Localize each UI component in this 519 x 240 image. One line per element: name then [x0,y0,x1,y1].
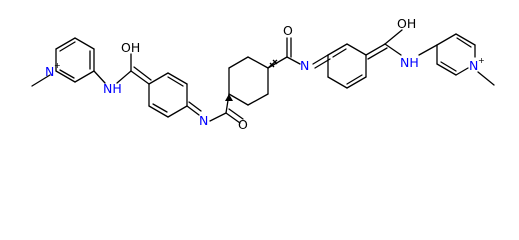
left-imine-double-bond [186,105,200,116]
right-carbonyl-o-label: O [283,23,293,38]
right-imine-n-label: N [300,58,309,73]
right-nh-ring-bond [418,44,438,56]
stereo-wedge-left [225,94,233,101]
left-imine-n-label: N [199,113,208,128]
left-hydroxyl-label: OH [121,40,140,55]
right-pyridinium-n-label: N [469,58,478,73]
left-nh-ring-bond [93,70,106,84]
left-quinoid-ring [148,72,188,118]
right-exocyclic-double-bond [365,43,386,56]
right-carbonyl-ring-bond [267,56,288,69]
left-pyridinium-n-label: N [45,64,54,79]
right-hydroxyl-label: OH [397,16,416,31]
right-c-nh-bond [384,43,402,56]
right-pyridinium-ring [436,33,476,76]
right-pyridinium-charge-label: + [478,56,485,65]
left-exocyclic-double-bond [130,70,150,85]
left-nh-carbon-bond [116,70,132,84]
left-imine-carbonyl-bond [209,112,227,122]
left-amide-nh-label: NH [103,81,122,96]
molecule-structure: N + NH OH N O O N OH NH N + [31,16,495,132]
left-carbonyl-o-label: O [238,117,248,132]
right-imine-double-bond [312,54,329,65]
right-carbonyl-imine-bond [286,56,301,65]
right-c-oh-bond [384,29,403,45]
left-n-methyl-bond [31,74,51,87]
right-quinoid-ring [327,43,367,89]
left-pyridinium-charge-label: + [54,61,61,70]
right-n-methyl-bond [477,71,495,86]
right-amide-nh-label: NH [400,55,419,70]
left-pyridinium-ring [55,37,95,83]
left-carbonyl-double-bond [225,112,241,124]
cyclohexane-ring [228,56,269,106]
